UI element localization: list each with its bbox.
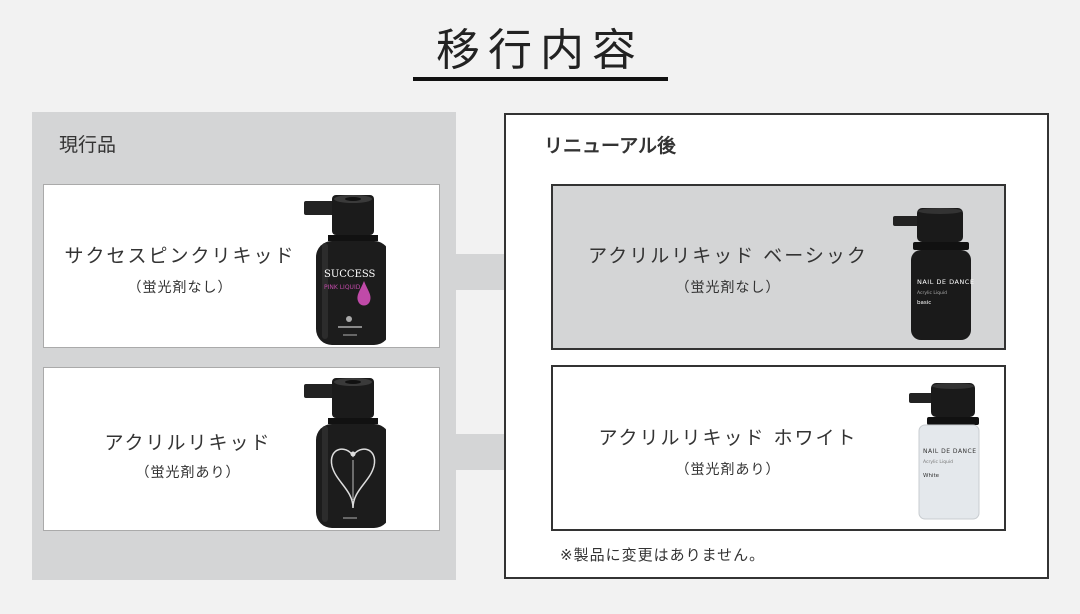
current-products-panel: 現行品 サクセスピンクリキッド （蛍光剤なし） SUCCESS PINK LIQ…	[32, 112, 456, 580]
renewal-products-panel: リニューアル後 アクリルリキッド ベーシック （蛍光剤なし） NAIL DE D…	[504, 113, 1049, 579]
product-name: アクリルリキッド	[104, 432, 272, 454]
title-underline	[413, 77, 668, 81]
bottle-line-text: Acrylic Liquid	[923, 459, 953, 465]
product-sub: （蛍光剤あり）	[135, 465, 241, 481]
product-name: アクリルリキッド ベーシック	[588, 245, 868, 267]
product-sub: （蛍光剤なし）	[675, 280, 781, 296]
renewal-note: ※製品に変更はありません。	[560, 546, 766, 564]
product-sub: （蛍光剤なし）	[127, 280, 233, 296]
product-sub: （蛍光剤あり）	[675, 462, 781, 478]
bottle-variant-text: basic	[917, 300, 931, 306]
product-card-acrylic-white: アクリルリキッド ホワイト （蛍光剤あり） NAIL DE DANCE Acry…	[551, 365, 1006, 531]
page-title: 移行内容	[436, 25, 644, 76]
bottle-line-text: Acrylic Liquid	[917, 290, 947, 296]
nail-de-dance-basic-bottle-image: NAIL DE DANCE Acrylic Liquid basic	[893, 208, 974, 340]
bottle-brand-text: NAIL DE DANCE	[917, 278, 974, 286]
nail-de-dance-white-bottle-image: NAIL DE DANCE Acrylic Liquid White	[909, 383, 980, 520]
success-pink-liquid-bottle-image: SUCCESS PINK LIQUID	[304, 195, 386, 345]
acrylic-liquid-bottle-image	[304, 378, 386, 528]
bottle-brand-text: NAIL DE DANCE	[923, 448, 977, 455]
bottle-line-text: PINK LIQUID	[324, 284, 361, 291]
product-name: サクセスピンクリキッド	[64, 245, 296, 267]
current-heading: 現行品	[59, 134, 117, 156]
product-card-acrylic-basic: アクリルリキッド ベーシック （蛍光剤なし） NAIL DE DANCE Acr…	[551, 184, 1006, 350]
bottle-brand-text: SUCCESS	[324, 269, 376, 280]
bottle-variant-text: White	[923, 473, 940, 479]
product-card-success-pink: サクセスピンクリキッド （蛍光剤なし） SUCCESS PINK LIQUID	[43, 184, 440, 348]
product-name: アクリルリキッド ホワイト	[598, 427, 858, 449]
product-card-acrylic-liquid: アクリルリキッド （蛍光剤あり）	[43, 367, 440, 531]
renewal-heading: リニューアル後	[544, 135, 677, 157]
